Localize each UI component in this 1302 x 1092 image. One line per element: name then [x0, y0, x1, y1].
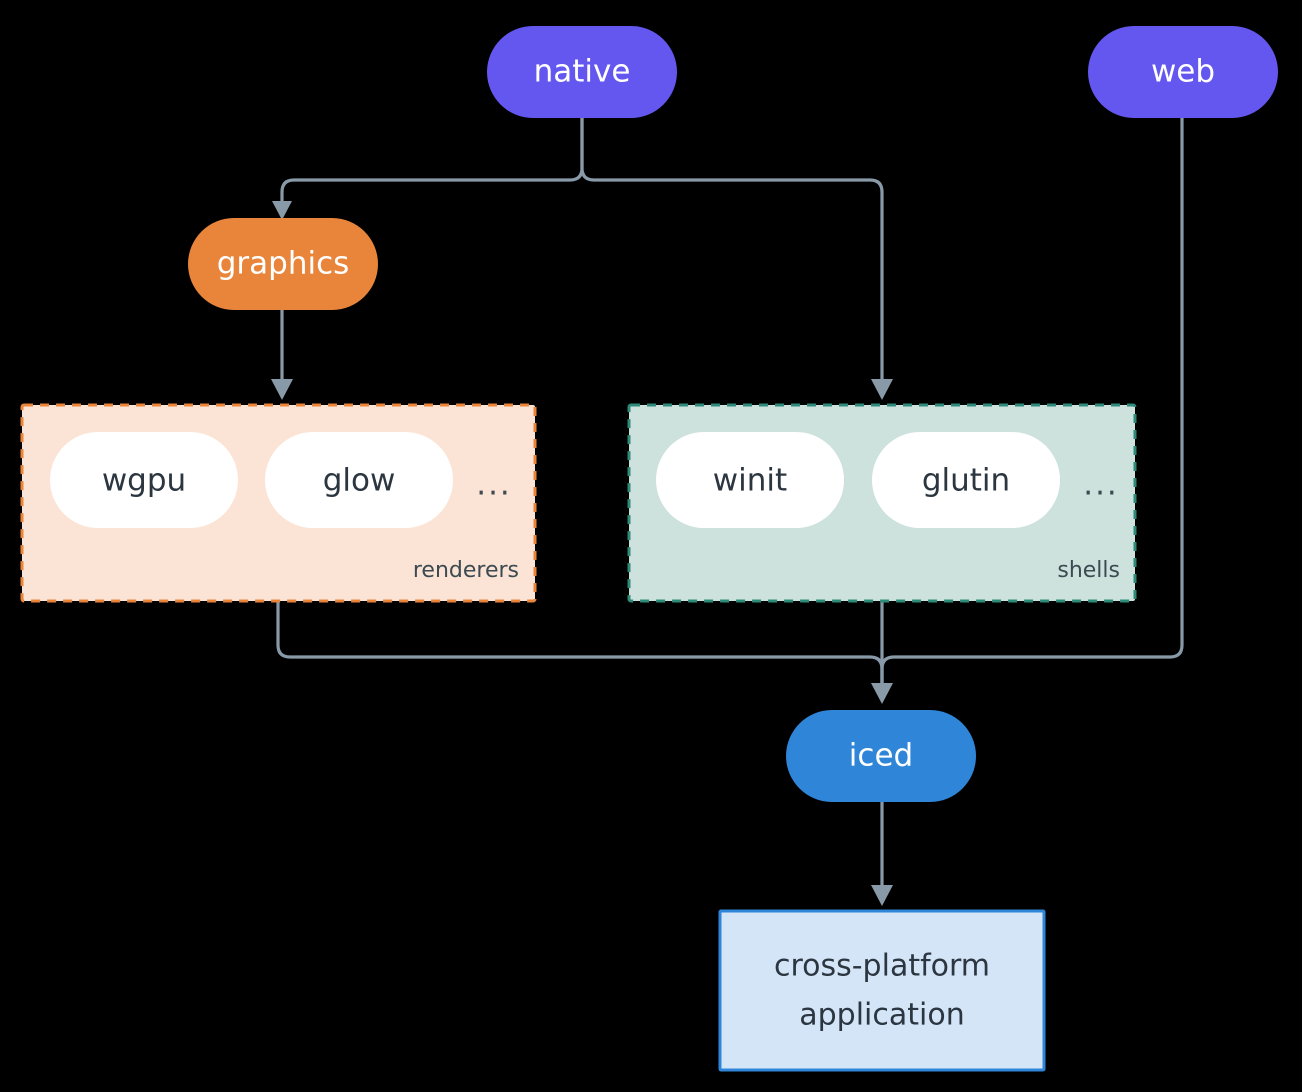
arrowhead-renderers	[271, 379, 293, 400]
node-application-shape	[718, 909, 1046, 1072]
edge-path-native-graphics	[280, 116, 584, 208]
shells-caption: shells	[1057, 558, 1120, 583]
shell-item-winit-shape	[656, 432, 844, 528]
node-native-shape	[487, 26, 677, 118]
node-application[interactable]: cross-platform application	[718, 909, 1046, 1072]
renderer-item-glow-shape	[265, 432, 453, 528]
arrowhead-application	[871, 885, 893, 906]
edge-iced-to-application	[871, 800, 893, 906]
edge-path-web-iced	[880, 116, 1184, 690]
shell-item-glutin-label: glutin	[922, 463, 1010, 499]
shell-item-winit-label: winit	[713, 463, 787, 499]
node-native[interactable]: native	[487, 26, 677, 118]
shell-item-glutin-shape	[872, 432, 1060, 528]
node-native-label: native	[534, 54, 631, 90]
node-graphics-shape	[188, 218, 378, 310]
renderer-item-wgpu-label: wgpu	[102, 463, 186, 499]
node-iced-label: iced	[849, 738, 913, 774]
node-web-shape	[1088, 26, 1278, 118]
renderers-caption: renderers	[413, 558, 519, 583]
shell-item-glutin[interactable]: glutin	[872, 432, 1060, 528]
node-graphics[interactable]: graphics	[188, 218, 378, 310]
group-renderers[interactable]: wgpu glow ... renderers	[20, 403, 537, 603]
edge-renderers-to-iced	[276, 599, 884, 690]
renderer-item-wgpu-shape	[50, 432, 238, 528]
edge-layer	[271, 116, 1184, 906]
node-web-label: web	[1151, 54, 1215, 90]
shells-ellipsis: ...	[1083, 467, 1119, 503]
node-graphics-label: graphics	[217, 246, 350, 282]
node-application-label-line1: cross-platform	[774, 949, 990, 984]
arrowhead-shells	[871, 379, 893, 400]
node-iced-shape	[786, 710, 976, 802]
renderer-item-glow[interactable]: glow	[265, 432, 453, 528]
renderer-item-glow-label: glow	[323, 463, 396, 499]
renderers-ellipsis: ...	[476, 467, 512, 503]
edge-path-native-shells	[580, 116, 884, 386]
arrowhead-iced	[871, 683, 893, 704]
node-iced[interactable]: iced	[786, 710, 976, 802]
group-shells[interactable]: winit glutin ... shells	[627, 403, 1137, 603]
edge-path-renderers-iced	[276, 599, 884, 690]
edge-graphics-to-renderers	[271, 308, 293, 400]
node-application-label-line2: application	[799, 998, 964, 1033]
node-web[interactable]: web	[1088, 26, 1278, 118]
edge-web-to-iced	[880, 116, 1184, 690]
edge-native-to-graphics	[272, 116, 584, 220]
shell-item-winit[interactable]: winit	[656, 432, 844, 528]
renderer-item-wgpu[interactable]: wgpu	[50, 432, 238, 528]
edge-native-to-shells	[580, 116, 893, 400]
arrowhead-graphics	[272, 201, 292, 220]
